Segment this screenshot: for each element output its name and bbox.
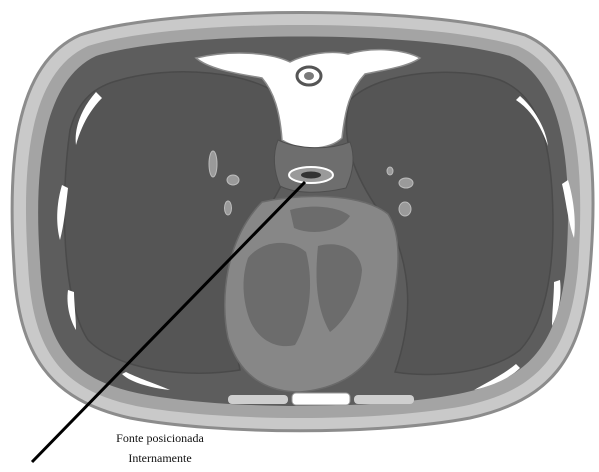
source-core xyxy=(301,172,321,179)
vessel xyxy=(399,202,411,216)
vessel xyxy=(387,167,393,175)
vessel xyxy=(209,151,217,177)
sternum-segment xyxy=(292,393,350,405)
vessel xyxy=(227,175,239,185)
sternum-segment xyxy=(228,395,288,404)
sternum-segment xyxy=(354,395,414,404)
vessel xyxy=(225,201,232,215)
caption-line-2: Internamente xyxy=(60,452,260,464)
caption-line-1: Fonte posicionada xyxy=(60,432,260,444)
spinal-cord xyxy=(304,72,314,80)
vessel xyxy=(399,178,413,188)
